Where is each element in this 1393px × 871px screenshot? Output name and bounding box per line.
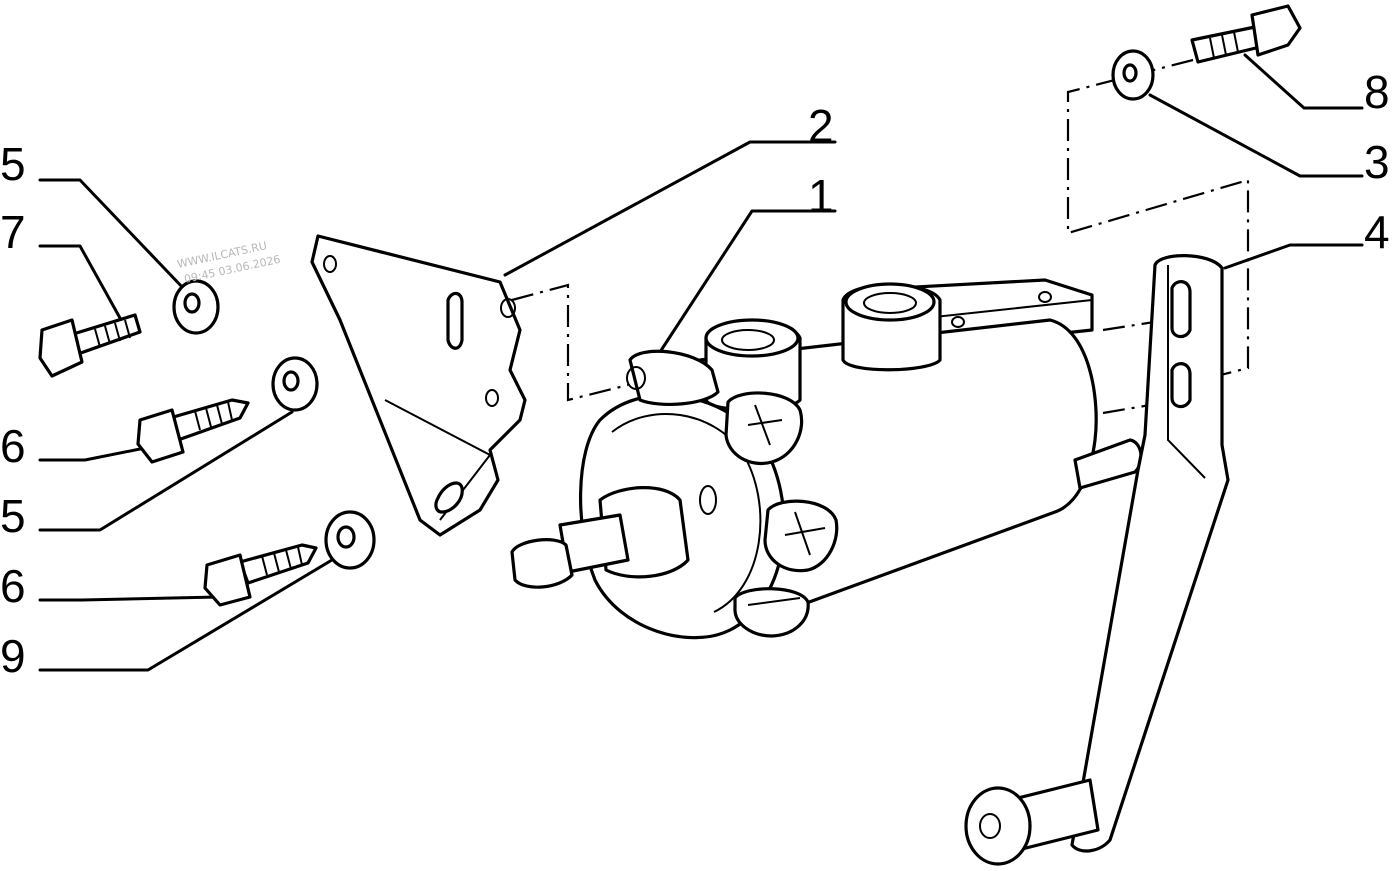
callout-8: 8 <box>1364 66 1390 118</box>
leader-7 <box>38 244 122 320</box>
washer-3 <box>1111 49 1155 101</box>
callout-4: 4 <box>1364 206 1390 258</box>
leader-2 <box>503 140 837 277</box>
leader-lines <box>38 53 1364 672</box>
callout-labels: 5 7 6 5 6 9 2 1 8 3 4 <box>0 66 1390 682</box>
washer-5-upper <box>172 279 220 335</box>
leader-3 <box>1148 93 1364 178</box>
screw-6-upper <box>136 398 250 464</box>
callout-5-upper: 5 <box>0 138 26 190</box>
bolt-7 <box>38 313 142 378</box>
callout-5-lower: 5 <box>0 490 26 542</box>
leader-6b <box>38 595 220 602</box>
leader-9 <box>38 543 359 672</box>
axis-bracket-hole <box>511 283 629 402</box>
watermark: WWW.ILCATS.RU 09:45 03.06.2026 <box>176 239 282 286</box>
leader-5a <box>38 178 187 292</box>
leader-8 <box>1243 53 1364 110</box>
callout-7: 7 <box>0 206 26 258</box>
leader-5b <box>38 410 294 532</box>
callout-3: 3 <box>1364 136 1390 188</box>
callout-6-lower: 6 <box>0 560 26 612</box>
callout-6-upper: 6 <box>0 420 26 472</box>
screw-6-lower <box>203 543 318 607</box>
bolt-8 <box>1190 4 1302 64</box>
washer-5-lower <box>271 356 319 412</box>
axis-slot-lower <box>1102 398 1181 415</box>
lever-4 <box>964 254 1230 866</box>
leader-4 <box>1223 243 1364 270</box>
leader-6a <box>38 445 152 462</box>
washer-9 <box>324 510 376 570</box>
axis-slot-upper <box>1102 316 1181 332</box>
callout-9: 9 <box>0 630 26 682</box>
axis-bolt-8 <box>1066 58 1250 384</box>
bracket-2 <box>310 234 527 537</box>
callout-2: 2 <box>808 100 834 152</box>
assembly-axes <box>511 58 1250 415</box>
regulator-1 <box>510 278 1143 640</box>
callout-1: 1 <box>808 170 834 222</box>
leader-1 <box>658 209 837 354</box>
